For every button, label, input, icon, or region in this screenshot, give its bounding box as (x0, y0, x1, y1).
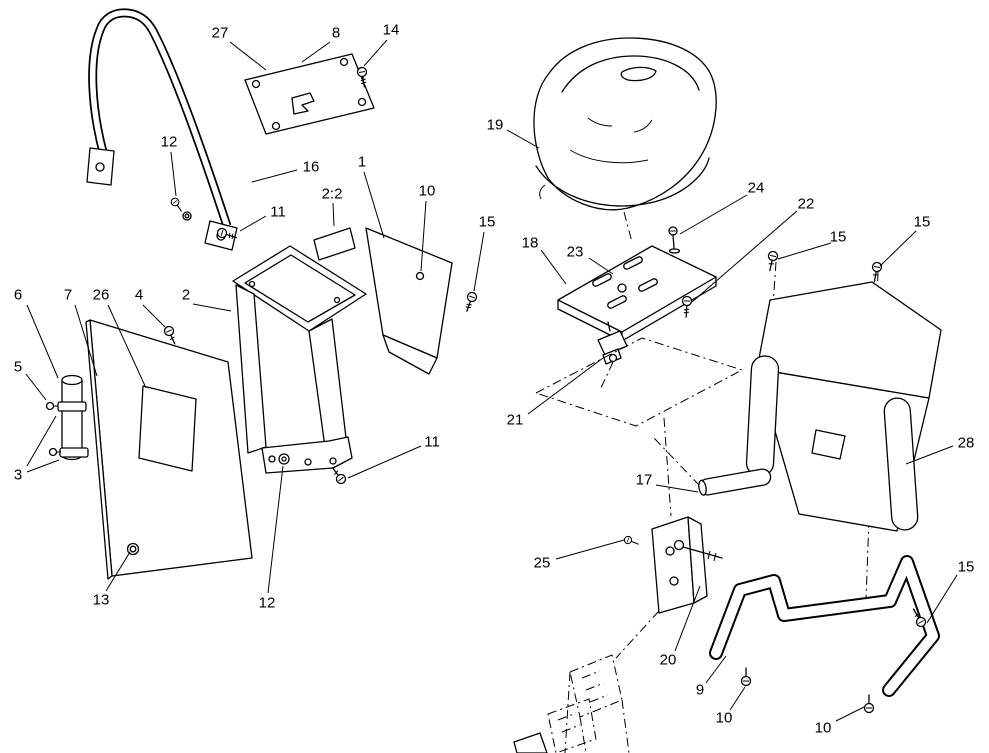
hole-10 (415, 271, 425, 281)
callout-label: 15 (913, 213, 931, 231)
clamp-band-lower (59, 447, 89, 458)
callout-label: 27 (211, 24, 229, 42)
callout-label: 26 (92, 286, 110, 304)
callout-label: 11 (270, 203, 286, 221)
callout-label: 4 (134, 286, 144, 304)
nut-13 (126, 542, 140, 556)
callout-label: 1 (357, 153, 367, 171)
clamp-band-upper (57, 401, 87, 412)
screw-4 (163, 325, 176, 345)
screw-11-lower (331, 467, 347, 485)
panel-28-left-roll (745, 355, 780, 477)
seat-handle-slot (620, 66, 657, 82)
callout-label: 3 (13, 466, 23, 484)
screw-25 (623, 535, 639, 545)
callout-label: 20 (659, 651, 677, 669)
plate-slot (291, 92, 315, 115)
rear-panel-7 (85, 319, 253, 580)
callout-label: 16 (302, 158, 320, 176)
spec-plate-2-2 (313, 227, 356, 261)
frame-corner-piece (513, 732, 548, 753)
callout-label: 15 (957, 558, 975, 576)
mounting-plate (244, 53, 375, 135)
panel-28-slot (811, 429, 846, 460)
bolt-20 (673, 539, 723, 562)
screw-10-b (863, 694, 875, 714)
screw-24 (668, 226, 681, 254)
screw-14 (356, 66, 368, 88)
callout-label: 19 (486, 116, 504, 134)
callout-label: 13 (92, 591, 110, 609)
seat-plate-18 (557, 245, 717, 342)
screw-10-a (740, 667, 752, 687)
cylinder-6 (45, 374, 89, 461)
base-frame-9 (709, 555, 940, 697)
tower-opening (244, 254, 356, 323)
roll-bar (86, 8, 238, 251)
seat-19 (533, 37, 717, 211)
callout-label: 11 (424, 433, 440, 451)
callout-label: 10 (418, 182, 436, 200)
slot-23 (607, 295, 627, 309)
callout-label: 18 (521, 234, 539, 252)
tower-left-leg (235, 284, 267, 454)
tower-bottom-flange (261, 436, 353, 474)
callout-label: 2 (181, 286, 191, 304)
screw-22 (681, 295, 693, 318)
callout-label: 8 (331, 24, 341, 42)
clamp-screw-lower (48, 447, 58, 457)
callout-label: 21 (506, 411, 524, 429)
callout-label: 15 (478, 213, 496, 231)
callout-label: 12 (258, 594, 276, 612)
tower-right-leg (308, 318, 347, 448)
panel-1-flange (382, 334, 438, 375)
callout-label: 2:2 (321, 185, 343, 203)
callout-label: 12 (160, 133, 178, 151)
callout-label: 17 (635, 471, 653, 489)
screw-15-b (871, 261, 883, 283)
back-panel-28 (745, 281, 942, 532)
screws-12-upper (170, 197, 192, 221)
clamp-screw-upper (45, 401, 55, 411)
washer-24 (668, 248, 681, 254)
screw-15-left (465, 291, 478, 312)
callout-label: 28 (957, 434, 975, 452)
callout-label: 10 (814, 719, 832, 737)
leader-lines (25, 39, 958, 722)
callout-label: 14 (382, 21, 400, 39)
screw-15-a (767, 250, 779, 272)
screw-11-upper (216, 227, 237, 240)
callout-label: 5 (13, 358, 23, 376)
callout-label: 24 (747, 179, 765, 197)
slot-23 (592, 273, 612, 287)
washer-12-lower (278, 453, 290, 465)
screw-15-c (912, 608, 927, 628)
panel-1 (365, 227, 453, 375)
bracket-17 (651, 516, 708, 614)
callout-label: 10 (715, 709, 733, 727)
callout-label: 23 (566, 243, 584, 261)
window-26 (138, 385, 197, 472)
callout-label: 6 (13, 286, 23, 304)
panel-28-right-roll (883, 397, 919, 531)
callout-label: 25 (533, 554, 551, 572)
slot-23 (638, 278, 658, 292)
callout-label: 9 (695, 681, 705, 699)
callout-label: 22 (797, 195, 815, 213)
rod-17 (698, 468, 772, 496)
phantom-frame (513, 654, 630, 753)
slot-23 (623, 256, 643, 270)
tower-bracket-2 (232, 245, 367, 474)
callout-label: 15 (829, 228, 847, 246)
callout-label: 7 (63, 286, 73, 304)
